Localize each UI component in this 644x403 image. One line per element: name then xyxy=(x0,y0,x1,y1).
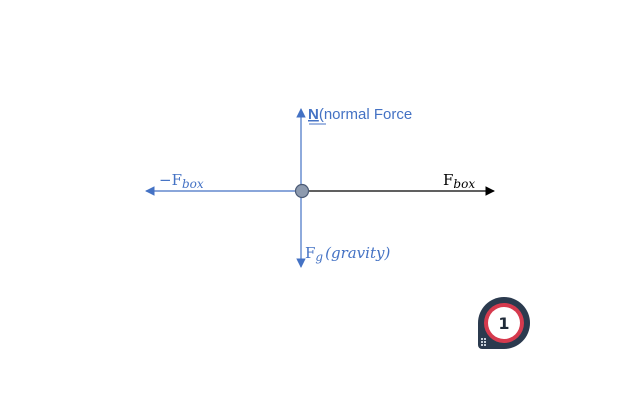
comment-marker-button[interactable]: 1 xyxy=(478,297,530,349)
normal-force-text: (normal Force xyxy=(319,106,412,123)
comment-count: 1 xyxy=(488,307,520,339)
normal-force-label: N(normal Force xyxy=(308,106,412,123)
gravity-text: (gravity) xyxy=(325,244,390,262)
gravity-base: F xyxy=(305,244,315,262)
box-force-base: F xyxy=(443,171,453,189)
neg-box-force-label: −Fbox xyxy=(159,171,204,191)
box-force-subscript: box xyxy=(453,177,475,191)
neg-box-force-subscript: box xyxy=(182,177,204,191)
box-force-label: Fbox xyxy=(443,171,475,191)
gravity-subscript: g xyxy=(315,250,323,264)
gravity-label: Fg(gravity) xyxy=(305,244,390,264)
center-node[interactable] xyxy=(294,183,310,199)
normal-force-symbol: N xyxy=(308,106,319,123)
neg-box-force-prefix: −F xyxy=(159,171,182,189)
drag-grip-icon[interactable] xyxy=(481,338,488,346)
